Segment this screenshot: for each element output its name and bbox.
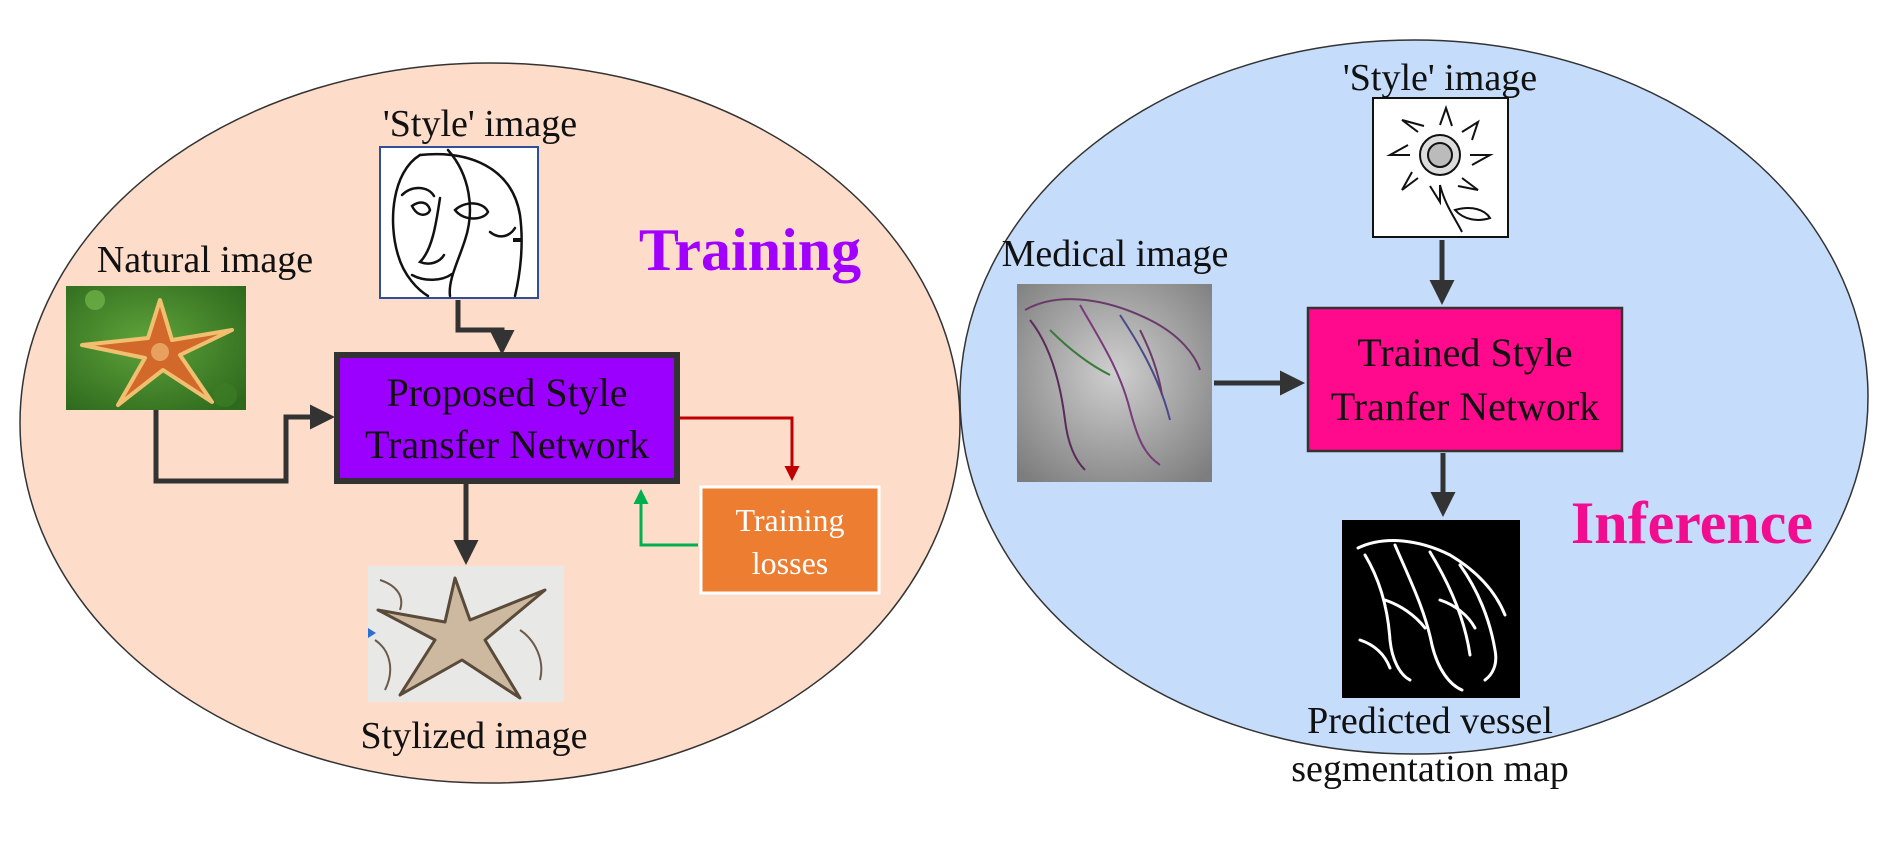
- sunflower-sketch-image: [1372, 97, 1509, 238]
- stylized-image: [368, 566, 564, 702]
- vessel-map-image: [1342, 520, 1520, 698]
- proposed-network-line1: Proposed Style: [386, 370, 627, 415]
- arrow-network-to-losses: [680, 416, 800, 481]
- training-panel: Training 'Style' image Natural image: [19, 62, 961, 784]
- face-sketch-image: [379, 146, 539, 299]
- medical-image-label: Medical image: [1002, 233, 1229, 275]
- face-line-drawing-icon: [391, 148, 523, 298]
- training-losses-line2: losses: [752, 545, 828, 581]
- starfish-photo: [66, 286, 246, 410]
- arrow-natural-to-network: [153, 404, 335, 484]
- sketch-starfish-icon: [374, 576, 547, 700]
- training-arrows: [153, 300, 800, 565]
- natural-image-label: Natural image: [97, 239, 313, 281]
- inference-style-image-label: 'Style' image: [1343, 57, 1537, 99]
- sunflower-line-drawing-icon: [1386, 104, 1494, 233]
- training-style-image-label: 'Style' image: [383, 103, 577, 145]
- angiogram-image: [1017, 284, 1212, 482]
- proposed-network-box: Proposed Style Transfer Network: [334, 352, 680, 484]
- coronary-angiogram-icon: [1024, 298, 1201, 471]
- starfish-icon: [80, 298, 234, 407]
- blue-marker-icon: [368, 628, 376, 638]
- training-losses-box: Training losses: [699, 485, 881, 595]
- trained-network-box: Trained Style Tranfer Network: [1306, 306, 1624, 453]
- arrow-style-to-network: [455, 300, 515, 355]
- output-label-line1: Predicted vessel: [1307, 700, 1553, 742]
- stylized-image-label: Stylized image: [361, 715, 588, 757]
- trained-network-line2: Tranfer Network: [1331, 384, 1599, 429]
- output-label-line2: segmentation map: [1291, 748, 1569, 790]
- inference-title: Inference: [1571, 490, 1813, 556]
- trained-network-line1: Trained Style: [1357, 330, 1572, 375]
- proposed-network-line2: Transfer Network: [365, 422, 649, 467]
- inference-panel: Inference 'Style' image Medical image: [959, 39, 1869, 790]
- inference-arrows: [1214, 240, 1456, 517]
- training-title: Training: [639, 217, 861, 283]
- vessel-segmentation-mask-icon: [1356, 539, 1507, 692]
- arrow-losses-to-network: [633, 489, 698, 547]
- training-losses-line1: Training: [735, 502, 844, 538]
